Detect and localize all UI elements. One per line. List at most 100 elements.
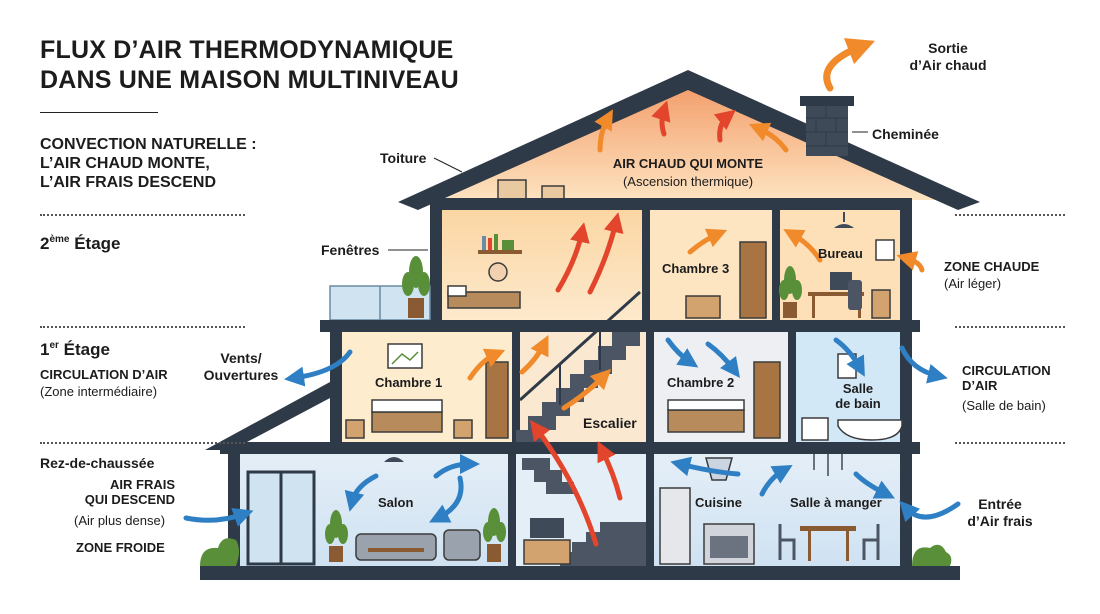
room-arrow bbox=[665, 337, 699, 368]
bath-exit-arrow bbox=[899, 345, 948, 384]
cold-air-label: AIR FRAIS QUI DESCEND bbox=[40, 477, 175, 508]
hot-zone-sublabel: (Air léger) bbox=[944, 276, 1002, 291]
bed bbox=[371, 411, 443, 433]
cold-air-sublabel: (Air plus dense) bbox=[74, 513, 166, 528]
room-label-salon: Salon bbox=[378, 495, 414, 510]
annex-roof bbox=[205, 382, 330, 450]
wall bbox=[430, 210, 442, 322]
room-arrow bbox=[519, 335, 549, 375]
room-label-chambre3: Chambre 3 bbox=[662, 261, 730, 276]
divider bbox=[40, 326, 245, 328]
wall bbox=[788, 332, 796, 442]
sink-cabinet bbox=[801, 417, 829, 441]
title-line: FLUX D’AIR THERMODYNAMIQUE bbox=[40, 36, 454, 64]
plant bbox=[779, 266, 802, 318]
diagram-subtitle: CONVECTION NATURELLE : L’AIR CHAUD MONTE… bbox=[40, 136, 257, 193]
circulation-label: CIRCULATION D’AIR bbox=[40, 367, 168, 382]
salon-arrow bbox=[429, 475, 464, 523]
floor-label-1st: 1er Étage bbox=[40, 340, 110, 360]
dresser bbox=[685, 295, 721, 319]
bath-line: Salle bbox=[842, 381, 874, 396]
windows-label: Fenêtres bbox=[321, 242, 380, 258]
salon-arrow bbox=[344, 473, 379, 512]
wall bbox=[512, 332, 520, 442]
hot-air-exit-arrow bbox=[823, 38, 876, 92]
television bbox=[530, 518, 564, 538]
handrail bbox=[518, 290, 642, 402]
stair-rise-arrow bbox=[597, 441, 623, 501]
divider bbox=[955, 214, 1065, 216]
vent-exit-arrow bbox=[284, 349, 353, 387]
bath-circulation-label: CIRCULATION D’AIR bbox=[962, 363, 1051, 394]
wall bbox=[900, 210, 912, 322]
floor-label-2nd: 2ème Étage bbox=[40, 234, 121, 254]
hot-exit-line: Sortie bbox=[928, 40, 968, 56]
wall bbox=[508, 454, 516, 566]
bath-circ-line: D’AIR bbox=[962, 378, 998, 394]
vents-line: Ouvertures bbox=[203, 366, 279, 383]
floor-word: Étage bbox=[63, 340, 110, 359]
hot-zone-arrow bbox=[896, 251, 925, 273]
fresh-in-line: Entrée bbox=[978, 496, 1022, 512]
stair-arrow bbox=[561, 368, 612, 411]
floor-number: 2 bbox=[40, 234, 50, 253]
room-arrow bbox=[783, 229, 823, 263]
circulation-sublabel: (Zone intermédiaire) bbox=[40, 384, 158, 399]
pendant-lamps bbox=[813, 454, 843, 476]
stair-rise-arrow bbox=[587, 212, 624, 295]
room-label-escalier: Escalier bbox=[583, 415, 637, 431]
chimney-cap bbox=[800, 96, 854, 106]
ceiling-lamp bbox=[384, 457, 404, 462]
divider bbox=[955, 442, 1065, 444]
hot-exit-line: d’Air chaud bbox=[909, 56, 987, 73]
attic-arrow bbox=[651, 100, 671, 137]
cold-air-line: QUI DESCEND bbox=[84, 492, 175, 508]
shelf bbox=[478, 250, 522, 254]
room-label-cuisine: Cuisine bbox=[695, 495, 742, 510]
room-label-chambre2: Chambre 2 bbox=[667, 375, 735, 390]
wall-picture bbox=[875, 239, 895, 261]
room-label-chambre1: Chambre 1 bbox=[375, 375, 443, 390]
chair bbox=[862, 524, 880, 560]
armchair bbox=[443, 529, 481, 561]
attic-title: AIR CHAUD QUI MONTE bbox=[612, 156, 764, 171]
wall bbox=[646, 454, 654, 566]
vents-label: Vents/ Ouvertures bbox=[196, 350, 286, 383]
fresh-in-line: d’Air frais bbox=[967, 512, 1033, 529]
wall bbox=[642, 210, 650, 322]
attic-box bbox=[497, 179, 527, 201]
cool-air-arrows bbox=[183, 337, 961, 527]
plant bbox=[483, 508, 506, 562]
attic-arrow bbox=[594, 109, 613, 153]
attic-space bbox=[432, 84, 944, 200]
room-arrow bbox=[687, 228, 728, 255]
nightstand bbox=[345, 419, 365, 439]
divider bbox=[40, 442, 245, 444]
floor-word: Étage bbox=[74, 234, 121, 253]
vents-line: Vents/ bbox=[220, 350, 262, 366]
warm-air-arrows bbox=[467, 38, 925, 547]
bath-line: de bain bbox=[835, 396, 881, 412]
fresh-air-inlet-arrow bbox=[183, 507, 254, 527]
fresh-air-inlet-arrow bbox=[899, 500, 961, 523]
cold-zone-label: ZONE FROIDE bbox=[76, 540, 165, 555]
door bbox=[485, 361, 509, 439]
bathtub bbox=[837, 419, 903, 441]
dining-arrow bbox=[853, 471, 895, 499]
bush bbox=[200, 538, 239, 566]
floor-number: 1 bbox=[40, 340, 50, 359]
fridge bbox=[659, 487, 691, 565]
attic-arrow bbox=[748, 122, 789, 153]
bed bbox=[667, 409, 745, 433]
stair-rise-arrow bbox=[555, 222, 590, 293]
room-label-salle-a-manger: Salle à manger bbox=[790, 495, 882, 510]
desk bbox=[808, 292, 864, 296]
plant bbox=[325, 510, 348, 562]
office-chair bbox=[848, 280, 862, 310]
attic-box bbox=[541, 185, 565, 201]
stair-rise-arrow bbox=[530, 419, 599, 547]
chimney-bricks bbox=[806, 106, 848, 147]
thermostat bbox=[488, 262, 508, 282]
divider bbox=[955, 326, 1065, 328]
